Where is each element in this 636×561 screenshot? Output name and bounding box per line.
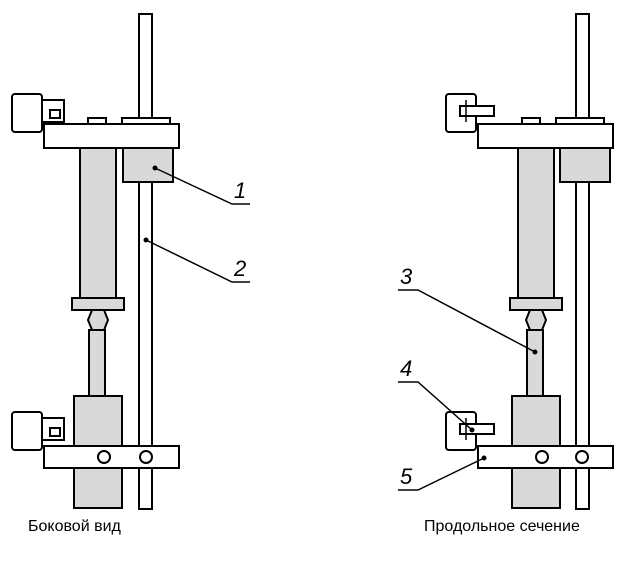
leader-1	[154, 167, 250, 205]
sliding-block	[122, 147, 174, 183]
callout-3: 3	[400, 264, 413, 289]
callout-2: 2	[233, 256, 246, 281]
upper-grip	[79, 147, 117, 299]
bottom-clamp-tip	[49, 427, 61, 437]
section-bottom-crossbar-hole-1	[535, 450, 549, 464]
upper-grip-flange	[71, 297, 125, 311]
section-guide-rod	[575, 13, 590, 510]
specimen-body	[88, 329, 106, 397]
side-view-caption: Боковой вид	[28, 518, 122, 535]
section-specimen-head	[524, 309, 548, 331]
section-top-crossbar-cap	[555, 117, 605, 125]
longitudinal-section: 3 4 5 Продольное сечение	[398, 13, 614, 535]
callout-1: 1	[234, 178, 246, 203]
section-bottom-clamp-screw	[459, 423, 495, 435]
top-clamp-knob	[11, 93, 43, 133]
section-upper-grip-flange	[509, 297, 563, 311]
section-top-clamp-screw	[459, 105, 495, 117]
leader-3	[398, 289, 536, 353]
side-view: 1 2 Боковой вид	[11, 13, 250, 535]
section-top-crossbar	[477, 123, 614, 149]
top-crossbar-tab	[87, 117, 107, 125]
bottom-clamp-knob	[11, 411, 43, 451]
section-upper-grip	[517, 147, 555, 299]
bottom-crossbar-hole-1	[97, 450, 111, 464]
section-sliding-block	[559, 147, 611, 183]
guide-rod	[138, 13, 153, 510]
section-bottom-crossbar-hole-2	[575, 450, 589, 464]
bottom-crossbar-hole-2	[139, 450, 153, 464]
leader-2	[145, 239, 250, 283]
leader-5	[398, 457, 485, 491]
callout-5: 5	[400, 464, 413, 489]
top-clamp-tip	[49, 109, 61, 119]
top-crossbar-cap	[121, 117, 171, 125]
callout-4: 4	[400, 356, 412, 381]
bottom-crossbar	[43, 445, 180, 469]
section-specimen-body	[526, 329, 544, 397]
specimen-head	[86, 309, 110, 331]
section-top-crossbar-tab	[521, 117, 541, 125]
top-crossbar	[43, 123, 180, 149]
leader-4	[398, 381, 473, 431]
section-caption: Продольное сечение	[424, 518, 580, 535]
